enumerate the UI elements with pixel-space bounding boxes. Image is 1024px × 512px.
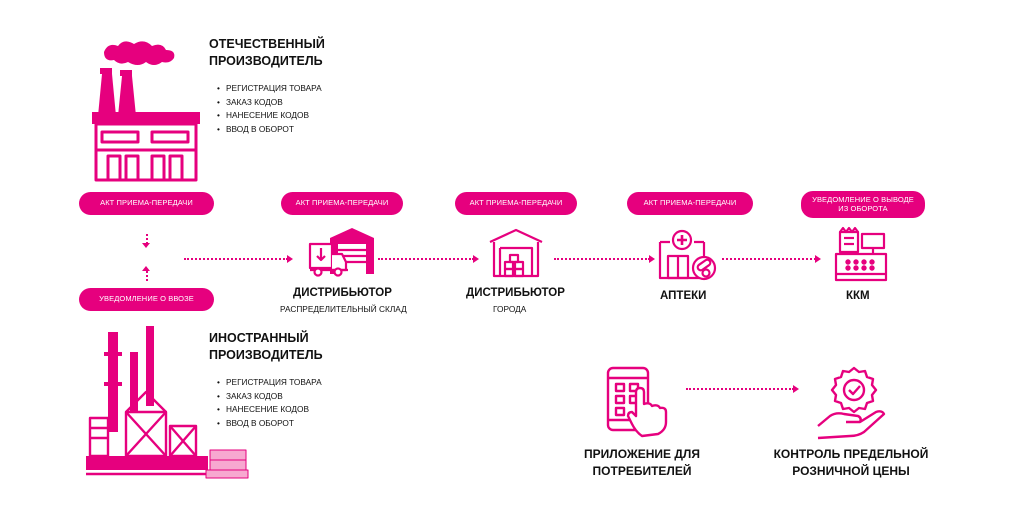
quality-badge-hand-icon: [816, 364, 892, 440]
pharmacy-title: АПТЕКИ: [660, 290, 707, 302]
distributor-title: ДИСТРИБЬЮТОР: [293, 287, 392, 299]
list-item: НАНЕСЕНИЕ КОДОВ: [226, 403, 322, 417]
app-title-line1: ПРИЛОЖЕНИЕ ДЛЯ: [584, 447, 700, 461]
arrow-up: [146, 271, 148, 281]
act-pill-city: АКТ ПРИЕМА-ПЕРЕДАЧИ: [455, 192, 577, 215]
domestic-title-line2: ПРОИЗВОДИТЕЛЬ: [209, 54, 323, 68]
foreign-title-line1: ИНОСТРАННЫЙ: [209, 331, 309, 345]
foreign-producer-title: ИНОСТРАННЫЙ ПРОИЗВОДИТЕЛЬ: [209, 330, 323, 364]
price-title-line2: РОЗНИЧНОЙ ЦЕНЫ: [792, 464, 910, 478]
withdraw-pill: УВЕДОМЛЕНИЕ О ВЫВОДЕ ИЗ ОБОРОТА: [801, 191, 925, 218]
factory-icon: [90, 34, 202, 184]
warehouse-icon: [488, 228, 544, 278]
city-distributor-subtitle: ГОРОДА: [493, 304, 527, 314]
pill-label: АКТ ПРИЕМА-ПЕРЕДАЧИ: [295, 198, 389, 208]
warehouse-truck-icon: [308, 226, 378, 278]
act-pill-domestic: АКТ ПРИЕМА-ПЕРЕДАЧИ: [79, 192, 214, 215]
pill-label: АКТ ПРИЕМА-ПЕРЕДАЧИ: [469, 198, 563, 208]
city-distributor-title: ДИСТРИБЬЮТОР: [466, 287, 565, 299]
list-item: ВВОД В ОБОРОТ: [226, 123, 322, 137]
pharmacy-icon: [656, 228, 720, 282]
foreign-title-line2: ПРОИЗВОДИТЕЛЬ: [209, 348, 323, 362]
arrow-up-head: [142, 266, 150, 271]
arrow-to-kkm: [722, 255, 821, 263]
pill-label: АКТ ПРИЕМА-ПЕРЕДАЧИ: [100, 198, 193, 208]
industrial-plant-icon: [86, 322, 250, 480]
list-item: ЗАКАЗ КОДОВ: [226, 390, 322, 404]
pill-label: ИЗ ОБОРОТА: [838, 203, 888, 213]
app-title-line2: ПОТРЕБИТЕЛЕЙ: [592, 464, 692, 478]
list-item: НАНЕСЕНИЕ КОДОВ: [226, 109, 322, 123]
pill-label: УВЕДОМЛЕНИЕ О ВЫВОДЕ: [812, 194, 914, 204]
arrow-app-to-price: [686, 385, 799, 393]
act-pill-pharmacy: АКТ ПРИЕМА-ПЕРЕДАЧИ: [627, 192, 753, 215]
pill-label: УВЕДОМЛЕНИЕ О ВВОЗЕ: [99, 294, 194, 304]
price-title-line1: КОНТРОЛЬ ПРЕДЕЛЬНОЙ: [773, 447, 929, 461]
domestic-producer-title: ОТЕЧЕСТВЕННЫЙ ПРОИЗВОДИТЕЛЬ: [209, 36, 325, 70]
arrow-to-pharmacy: [554, 255, 655, 263]
consumer-app-title: ПРИЛОЖЕНИЕ ДЛЯ ПОТРЕБИТЕЛЕЙ: [572, 446, 712, 480]
price-control-title: КОНТРОЛЬ ПРЕДЕЛЬНОЙ РОЗНИЧНОЙ ЦЕНЫ: [766, 446, 936, 480]
list-item: РЕГИСТРАЦИЯ ТОВАРА: [226, 82, 322, 96]
domestic-title-line1: ОТЕЧЕСТВЕННЫЙ: [209, 37, 325, 51]
cash-register-icon: [832, 226, 890, 282]
arrow-to-distributor: [184, 255, 293, 263]
pill-label: АКТ ПРИЕМА-ПЕРЕДАЧИ: [643, 198, 737, 208]
distributor-subtitle: РАСПРЕДЕЛИТЕЛЬНЫЙ СКЛАД: [280, 304, 407, 314]
domestic-steps-list: РЕГИСТРАЦИЯ ТОВАРА ЗАКАЗ КОДОВ НАНЕСЕНИЕ…: [216, 82, 322, 136]
tablet-tap-icon: [604, 364, 674, 440]
arrow-to-city: [378, 255, 479, 263]
list-item: ЗАКАЗ КОДОВ: [226, 96, 322, 110]
list-item: РЕГИСТРАЦИЯ ТОВАРА: [226, 376, 322, 390]
foreign-steps-list: РЕГИСТРАЦИЯ ТОВАРА ЗАКАЗ КОДОВ НАНЕСЕНИЕ…: [216, 376, 322, 430]
import-pill: УВЕДОМЛЕНИЕ О ВВОЗЕ: [79, 288, 214, 311]
arrow-down-head: [142, 243, 150, 248]
kkm-title: ККМ: [846, 290, 870, 302]
arrow-down: [146, 234, 148, 244]
act-pill-distributor: АКТ ПРИЕМА-ПЕРЕДАЧИ: [281, 192, 403, 215]
list-item: ВВОД В ОБОРОТ: [226, 417, 322, 431]
